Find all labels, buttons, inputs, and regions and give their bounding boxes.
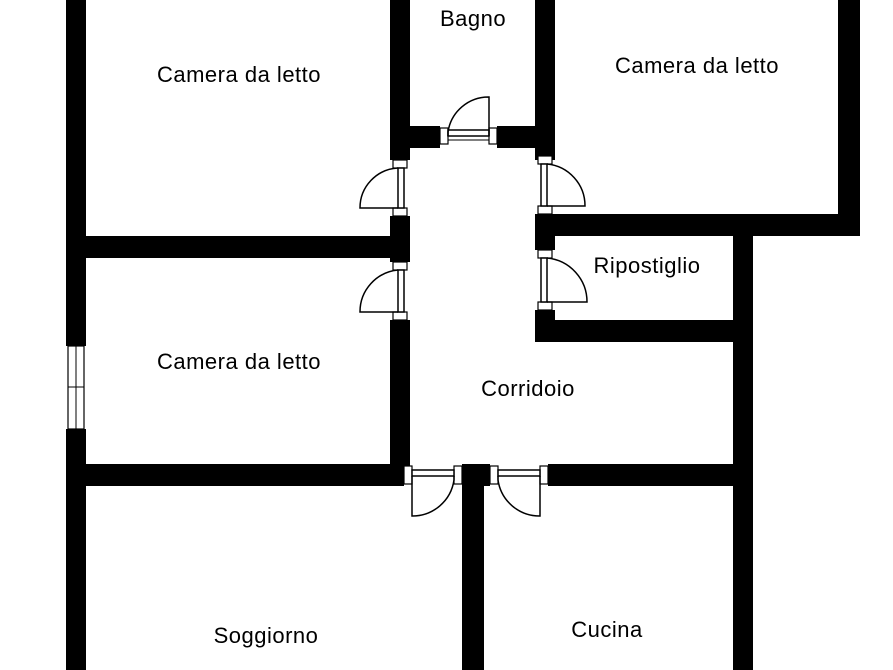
wall-bedroom1-bottom (66, 236, 410, 258)
wall-bathroom-bottom-right (497, 126, 555, 148)
wall-storage-right (733, 236, 753, 670)
door-bedroom1 (359, 159, 408, 217)
door-bathroom (439, 96, 498, 145)
wall-hall-right-mid (535, 214, 555, 250)
label-bedroom-1: Camera da letto (157, 62, 321, 87)
label-storage: Ripostiglio (594, 253, 701, 278)
wall-bathroom-right-top (535, 0, 555, 160)
wall-storage-bottom (535, 320, 753, 342)
door-bedroom3 (359, 261, 408, 321)
wall-living-top (66, 464, 404, 486)
door-storage (537, 249, 588, 311)
label-bathroom: Bagno (440, 6, 506, 31)
room-labels: Camera da letto Bagno Camera da letto Ri… (157, 6, 779, 648)
wall-bedroom1-right (390, 0, 410, 160)
walls (66, 0, 860, 670)
label-bedroom-3: Camera da letto (157, 349, 321, 374)
wall-bathroom-left (410, 126, 440, 148)
door-bedroom2 (537, 155, 586, 215)
label-hallway: Corridoio (481, 376, 575, 401)
wall-left-lower (66, 429, 86, 670)
wall-kitchen-top (548, 464, 753, 486)
label-kitchen: Cucina (571, 617, 643, 642)
wall-bedroom2-right (838, 0, 860, 236)
wall-mid-stub (462, 464, 490, 486)
wall-left-upper (66, 0, 86, 346)
wall-living-kitchen (462, 486, 484, 670)
label-living-room: Soggiorno (214, 623, 319, 648)
wall-hall-right-lower (535, 310, 555, 342)
door-living-room (403, 465, 463, 517)
window-left (67, 345, 85, 430)
label-bedroom-2: Camera da letto (615, 53, 779, 78)
wall-bedroom2-bottom (535, 214, 860, 236)
door-kitchen (489, 465, 549, 517)
wall-bedroom3-right (390, 320, 410, 466)
